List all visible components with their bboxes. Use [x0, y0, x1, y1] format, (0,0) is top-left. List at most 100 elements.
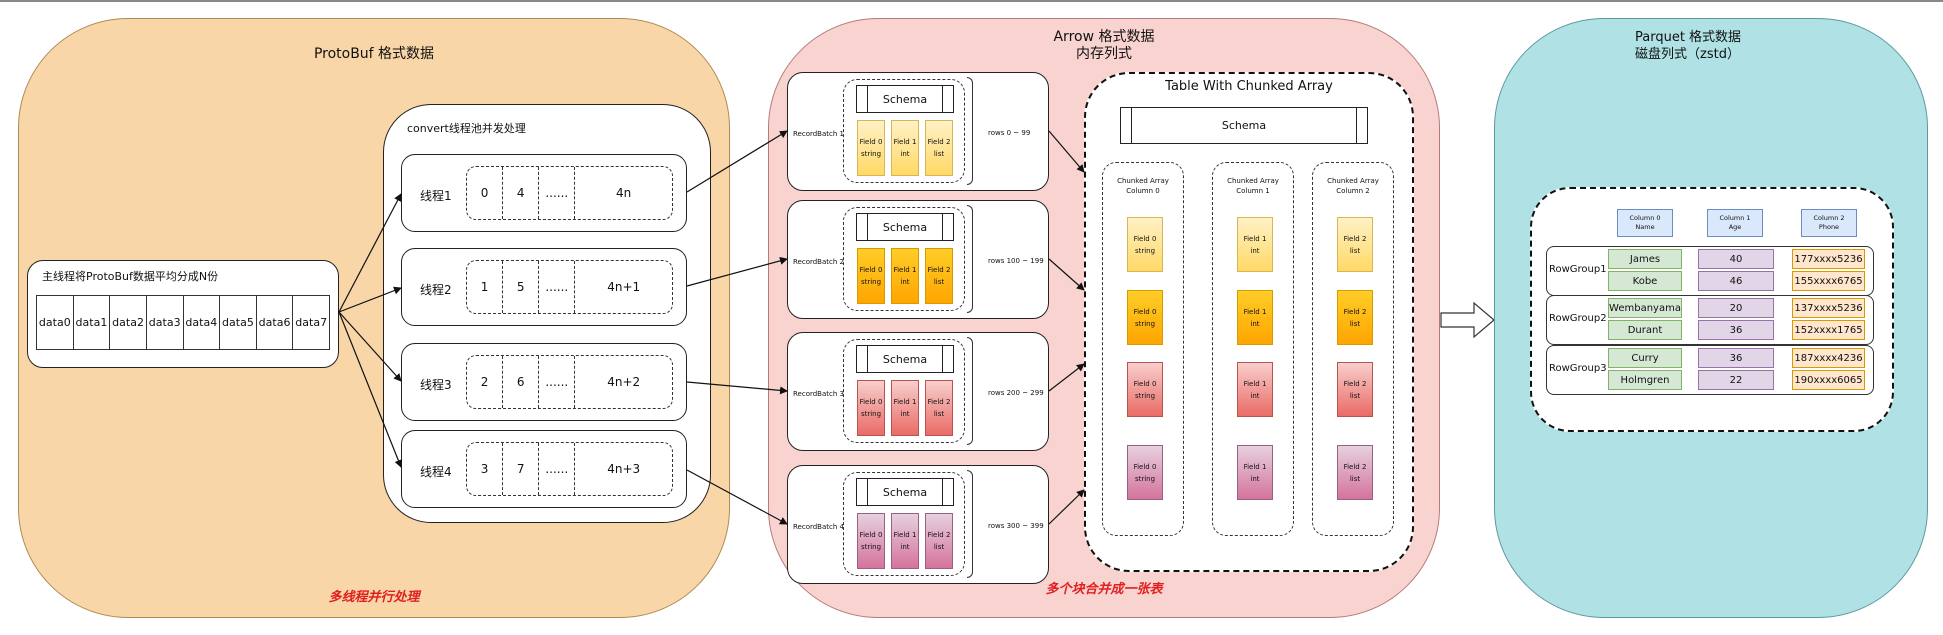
chunked-column-line2: Column 2 [1336, 187, 1370, 195]
field-name: Field 0 [1133, 234, 1157, 243]
chunked-column-line2: Column 0 [1126, 187, 1160, 195]
column-header-line1: Column 0 [1629, 214, 1661, 222]
field-name: Field 2 [1343, 462, 1367, 471]
name-cell: James [1608, 249, 1682, 269]
chunk-field-box: Field 1 int [1237, 445, 1273, 500]
column-header-line2: Age [1728, 223, 1742, 231]
field-name: Field 2 [927, 266, 951, 274]
chunked-column-box [1312, 162, 1394, 536]
phone-cell: 177xxxx5236 [1792, 249, 1865, 269]
name-cell: Curry [1608, 348, 1682, 368]
field-type: list [1349, 391, 1361, 400]
thread-pool-label: convert线程池并发处理 [407, 122, 526, 135]
column-header-line1: Column 2 [1813, 214, 1845, 222]
thread-chunk: 1 [467, 261, 504, 313]
data-cell: data5 [220, 296, 257, 349]
rows-range-label: rows 200 ~ 299 [988, 389, 1044, 397]
field-type: string [860, 150, 882, 158]
rows-range-label: rows 0 ~ 99 [988, 129, 1031, 137]
thread-chunk: 4 [503, 167, 540, 219]
field-type: list [933, 410, 945, 418]
field-name: Field 2 [927, 398, 951, 406]
arrow-title-line1: Arrow 格式数据 [1053, 29, 1155, 45]
field-box: Field 2 list [925, 380, 953, 436]
field-type: int [900, 150, 910, 158]
field-type: int [900, 278, 910, 286]
phone-cell: 155xxxx6765 [1792, 271, 1865, 291]
field-name: Field 2 [927, 531, 951, 539]
chunked-table-title: Table With Chunked Array [1165, 79, 1333, 94]
field-name: Field 0 [1133, 379, 1157, 388]
age-cell: 22 [1698, 370, 1774, 390]
thread-chunk: 4n+3 [607, 462, 641, 476]
field-type: list [933, 278, 945, 286]
phone-cell: 190xxxx6065 [1792, 370, 1865, 390]
thread-chunk: 2 [467, 356, 504, 408]
name-cell: Holmgren [1608, 370, 1682, 390]
chunked-column-line1: Chunked Array [1227, 177, 1279, 185]
name-cell: Wembanyama [1608, 298, 1682, 318]
field-name: Field 0 [859, 398, 883, 406]
field-box: Field 2 list [925, 248, 953, 304]
thread-chunk: 3 [467, 443, 504, 495]
name-cell: Durant [1608, 320, 1682, 340]
data-cell: data1 [74, 296, 111, 349]
thread-chunk: 4n+1 [607, 280, 641, 294]
chunk-field-box: Field 0 string [1127, 445, 1163, 500]
chunked-column-line2: Column 1 [1236, 187, 1270, 195]
batch-schema: Schema [856, 85, 954, 113]
thread-chunk: 6 [503, 356, 540, 408]
batch-schema-label: Schema [882, 92, 928, 106]
field-name: Field 1 [893, 398, 917, 406]
protobuf-note: 多线程并行处理 [328, 590, 420, 605]
field-name: Field 0 [1133, 307, 1157, 316]
field-type: string [1134, 474, 1156, 483]
field-type: int [1250, 319, 1260, 328]
rows-range-label: rows 300 ~ 399 [988, 522, 1044, 530]
thread-chunk: 5 [503, 261, 540, 313]
record-batch-label: RecordBatch 3 [793, 390, 844, 398]
batch-schema-label: Schema [882, 220, 928, 234]
thread-chunk: 4n [616, 186, 632, 200]
protobuf-title: ProtoBuf 格式数据 [313, 46, 435, 62]
field-name: Field 1 [893, 531, 917, 539]
thread-label: 线程2 [420, 283, 452, 297]
field-type: list [1349, 246, 1361, 255]
field-type: list [1349, 319, 1361, 328]
row-group-label: RowGroup2 [1549, 313, 1607, 324]
age-cell: 36 [1698, 320, 1774, 340]
field-type: int [1250, 474, 1260, 483]
batch-schema: Schema [856, 478, 954, 506]
field-name: Field 0 [859, 266, 883, 274]
thread-chunk: 7 [503, 443, 540, 495]
phone-cell: 152xxxx1765 [1792, 320, 1865, 340]
column-header-line1: Column 1 [1719, 214, 1751, 222]
age-cell: 46 [1698, 271, 1774, 291]
brace [967, 470, 973, 578]
field-name: Field 0 [1133, 462, 1157, 471]
field-type: int [1250, 246, 1260, 255]
arrow-title-line2: 内存列式 [1076, 46, 1132, 62]
batch-schema-label: Schema [882, 352, 928, 366]
phone-cell: 187xxxx4236 [1792, 348, 1865, 368]
field-box: Field 1 int [891, 248, 919, 304]
field-name: Field 1 [1243, 462, 1267, 471]
field-name: Field 1 [893, 266, 917, 274]
thread-chunk: ...... [539, 261, 576, 313]
batch-schema-label: Schema [882, 485, 928, 499]
brace [967, 337, 973, 445]
brace [967, 205, 973, 313]
batch-dashed-group [843, 79, 965, 183]
